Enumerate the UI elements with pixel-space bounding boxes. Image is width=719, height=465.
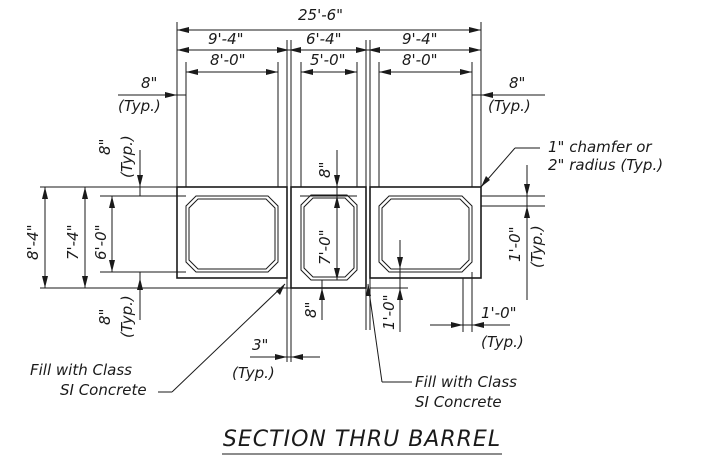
middle-barrel <box>290 186 367 289</box>
dim-middle-top-slab: 8" <box>316 162 334 178</box>
dim-right-vertical-typ: (Typ.) <box>528 225 546 268</box>
fill-right-note-line2: SI Concrete <box>415 393 502 411</box>
fill-left-note-line1: Fill with Class <box>30 361 132 379</box>
dim-gap-typ: (Typ.) <box>232 364 275 382</box>
dim-offset-bottom: 1'-0" <box>380 294 398 330</box>
gap-dimension <box>250 354 320 360</box>
right-barrel <box>369 186 482 279</box>
left-dimension-lines <box>42 150 143 320</box>
dim-clear-height-side: 6'-0" <box>92 224 110 260</box>
dim-clear-height-middle: 7'-0" <box>316 229 334 265</box>
extension-lines <box>176 22 482 362</box>
dim-wall-right: 8" <box>509 74 525 92</box>
dim-gap: 3" <box>252 336 268 354</box>
dim-middle-bottom-slab: 8" <box>302 302 320 318</box>
dim-bottom-slab: 8" <box>96 309 114 325</box>
dim-overall-height: 8'-4" <box>24 224 42 260</box>
dim-top-slab-typ: (Typ.) <box>118 135 136 178</box>
dim-wall-right-typ: (Typ.) <box>488 97 531 115</box>
dim-top-slab: 8" <box>96 139 114 155</box>
dim-right-span: 9'-4" <box>402 30 438 48</box>
chamfer-note-line2: 2" radius (Typ.) <box>548 156 663 174</box>
dim-right-clear: 8'-0" <box>402 51 438 69</box>
top-dimension-lines <box>118 27 545 98</box>
dim-right-vertical: 1'-0" <box>506 226 524 262</box>
middle-dimension-lines <box>319 150 408 332</box>
chamfer-note-line1: 1" chamfer or <box>548 138 652 156</box>
horizontal-extension-lines <box>40 186 545 289</box>
drawing-title: SECTION THRU BARREL <box>223 427 501 452</box>
dim-middle-clear: 5'-0" <box>310 51 346 69</box>
fill-right-note-line1: Fill with Class <box>415 373 517 391</box>
dim-left-span: 9'-4" <box>208 30 244 48</box>
dim-right-horizontal: 1'-0" <box>481 304 517 322</box>
leaders <box>158 147 540 393</box>
dim-left-clear: 8'-0" <box>210 51 246 69</box>
dim-bottom-slab-typ: (Typ.) <box>118 295 136 338</box>
fill-left-note-line2: SI Concrete <box>60 381 147 399</box>
dim-wall-left: 8" <box>141 74 157 92</box>
dim-height-mid: 7'-4" <box>64 224 82 260</box>
dim-right-horizontal-typ: (Typ.) <box>481 333 524 351</box>
dim-overall-width: 25'-6" <box>298 6 343 24</box>
dim-wall-left-typ: (Typ.) <box>118 97 161 115</box>
dim-middle-span: 6'-4" <box>306 30 342 48</box>
right-dimension-lines <box>430 165 530 328</box>
left-barrel <box>176 186 288 279</box>
